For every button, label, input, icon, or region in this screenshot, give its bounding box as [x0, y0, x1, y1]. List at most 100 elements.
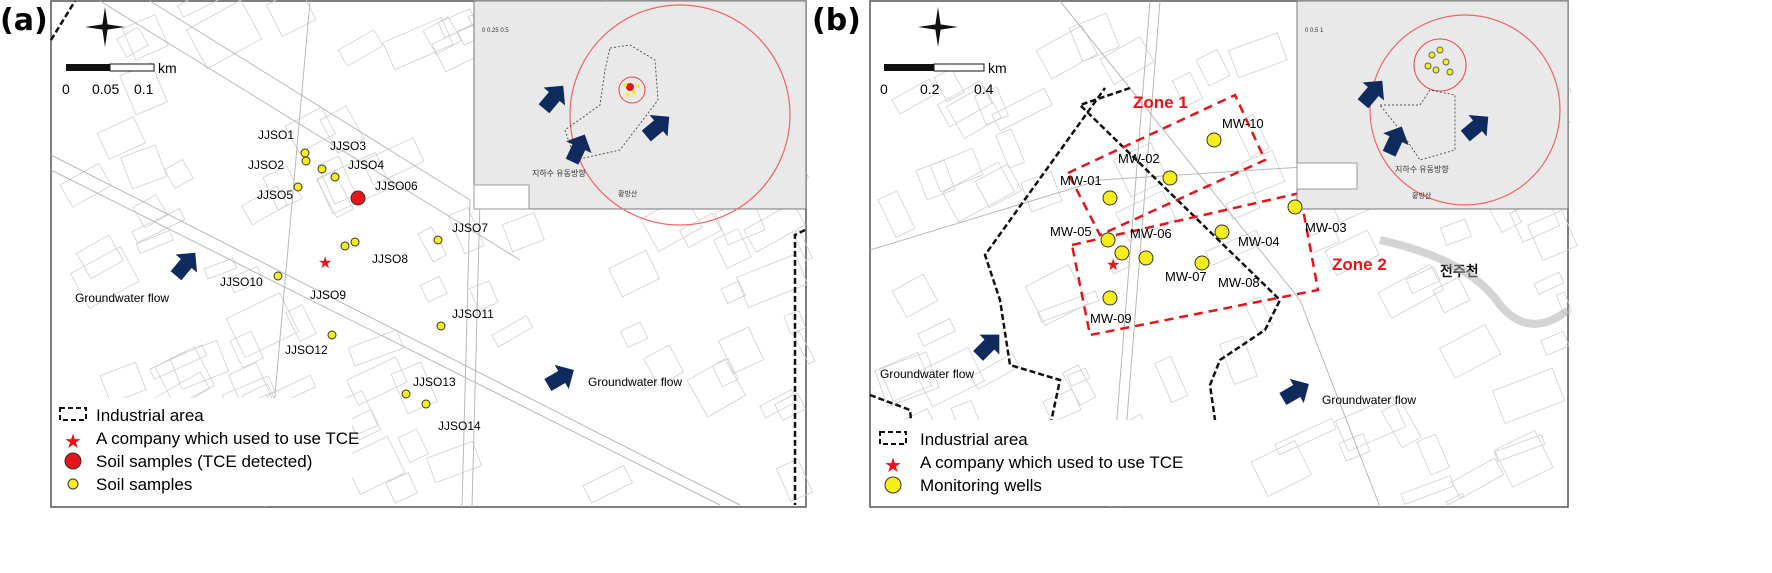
inset-map-a: [473, 0, 807, 210]
groundwater-flow-arrow-icon: [1460, 114, 1489, 142]
soil-sample-label: JJSO4: [348, 158, 384, 172]
flow-label-b: Groundwater flow: [880, 367, 974, 381]
soil-sample-label: JJSO2: [248, 158, 284, 172]
inset-flow-label-a: 지하수 유동방향: [532, 168, 586, 178]
groundwater-flow-arrow-icon: [1382, 126, 1409, 157]
panel-label-a: (a): [0, 3, 48, 38]
svg-text:Soil samples (TCE detected): Soil samples (TCE detected): [96, 452, 312, 471]
inset-well-marker: [1446, 68, 1454, 76]
inset-well-marker: [1424, 62, 1432, 70]
soil-sample-marker: [350, 190, 366, 206]
inset-well-marker: [1428, 51, 1436, 59]
inset-mountain-a: 황방산: [618, 189, 638, 198]
soil-sample-marker: [340, 241, 350, 251]
flow-label-a: Groundwater flow: [75, 291, 169, 305]
soil-sample-label: JJSO06: [375, 179, 418, 193]
svg-text:Monitoring wells: Monitoring wells: [920, 476, 1042, 495]
monitoring-well-marker: [1100, 232, 1116, 248]
svg-text:Industrial area: Industrial area: [920, 430, 1028, 449]
svg-text:A company which used to use TC: A company which used to use TCE: [920, 453, 1183, 472]
soil-sample-label: JJSO5: [257, 188, 293, 202]
flow-label-b-2: Groundwater flow: [1322, 393, 1416, 407]
soil-sample-marker: [293, 182, 303, 192]
monitoring-well-label: MW-10: [1222, 116, 1264, 131]
soil-sample-marker: [401, 389, 411, 399]
monitoring-well-marker: [1206, 132, 1222, 148]
monitoring-well-label: MW-07: [1165, 269, 1207, 284]
svg-text:km: km: [158, 60, 177, 76]
monitoring-well-marker: [1214, 224, 1230, 240]
zone-1-boundary: [1066, 93, 1267, 237]
inset-well-marker: [1432, 66, 1440, 74]
scale-bar-b: km 0 0.2 0.4: [880, 60, 1007, 97]
monitoring-well-label: MW-04: [1238, 234, 1280, 249]
svg-text:A company which used to use TC: A company which used to use TCE: [96, 429, 359, 448]
groundwater-flow-arrow-icon: [1279, 378, 1309, 406]
monitoring-well-marker: [1194, 255, 1210, 271]
monitoring-well-label: MW-02: [1118, 151, 1160, 166]
inset-scale-b: 0 0.5 1: [1305, 28, 1324, 34]
svg-text:0.4: 0.4: [974, 81, 994, 97]
soil-sample-marker: [301, 156, 311, 166]
monitoring-well-marker: [1287, 199, 1303, 215]
scale-bar-a: km 0 0.05 0.1: [62, 60, 177, 97]
zone-2-label: Zone 2: [1332, 255, 1387, 274]
soil-sample-label: JJSO14: [438, 419, 481, 433]
north-arrow-icon: [85, 7, 125, 47]
monitoring-well-marker: [1138, 250, 1154, 266]
soil-sample-marker: [327, 330, 337, 340]
tce-company-star-icon: ★: [318, 255, 332, 272]
soil-sample-marker: [421, 399, 431, 409]
monitoring-well-marker: [1162, 170, 1178, 186]
north-arrow-icon: [918, 7, 958, 47]
soil-sample-marker: [317, 164, 327, 174]
soil-sample-marker: [300, 148, 310, 158]
zone-1-label: Zone 1: [1133, 93, 1188, 112]
legend-b: Industrial area ★ A company which used t…: [871, 420, 1231, 506]
groundwater-flow-arrow-icon: [544, 364, 574, 392]
inset-sample-marker: [636, 84, 640, 88]
inset-mountain-b: 황방산: [1412, 191, 1432, 200]
soil-sample-label: JJSO11: [452, 307, 494, 321]
soil-sample-label: JJSO8: [372, 252, 408, 266]
monitoring-well-label: MW-09: [1090, 311, 1132, 326]
svg-text:0.05: 0.05: [92, 81, 119, 97]
soil-sample-label: JJSO12: [285, 343, 328, 357]
inset-sample-marker: [623, 83, 627, 87]
svg-text:★: ★: [884, 455, 902, 477]
monitoring-well-marker: [1114, 245, 1130, 261]
panel-label-b: (b): [812, 3, 861, 38]
soil-sample-label: JJSO9: [310, 288, 346, 302]
soil-sample-marker: [330, 172, 340, 182]
svg-text:Industrial area: Industrial area: [96, 406, 204, 425]
svg-text:★: ★: [64, 431, 82, 453]
svg-text:0: 0: [880, 81, 888, 97]
soil-sample-marker: [273, 271, 283, 281]
zone-2-boundary: [1070, 191, 1320, 337]
groundwater-flow-arrow-icon: [538, 85, 566, 114]
inset-well-marker: [1442, 58, 1450, 66]
soil-sample-label: JJSO3: [330, 139, 366, 153]
groundwater-flow-arrow-icon: [641, 114, 670, 142]
soil-sample-label: JJSO1: [258, 128, 294, 142]
soil-sample-marker: [436, 321, 446, 331]
soil-sample-marker: [433, 235, 443, 245]
groundwater-flow-arrow-icon: [565, 134, 592, 165]
soil-sample-label: JJSO7: [452, 221, 488, 235]
monitoring-well-label: MW-06: [1130, 226, 1172, 241]
soil-sample-label: JJSO10: [220, 275, 263, 289]
monitoring-well-label: MW-08: [1218, 275, 1260, 290]
svg-text:0: 0: [62, 81, 70, 97]
inset-sample-marker: [632, 90, 636, 94]
svg-text:0.2: 0.2: [920, 81, 940, 97]
monitoring-well-label: MW-05: [1050, 224, 1092, 239]
flow-label-a-2: Groundwater flow: [588, 375, 682, 389]
monitoring-well-marker: [1102, 190, 1118, 206]
soil-sample-label: JJSO13: [413, 375, 456, 389]
tce-company-star-icon: ★: [1106, 257, 1120, 274]
monitoring-well-marker: [1102, 290, 1118, 306]
svg-text:km: km: [988, 60, 1007, 76]
svg-text:0.1: 0.1: [134, 81, 154, 97]
